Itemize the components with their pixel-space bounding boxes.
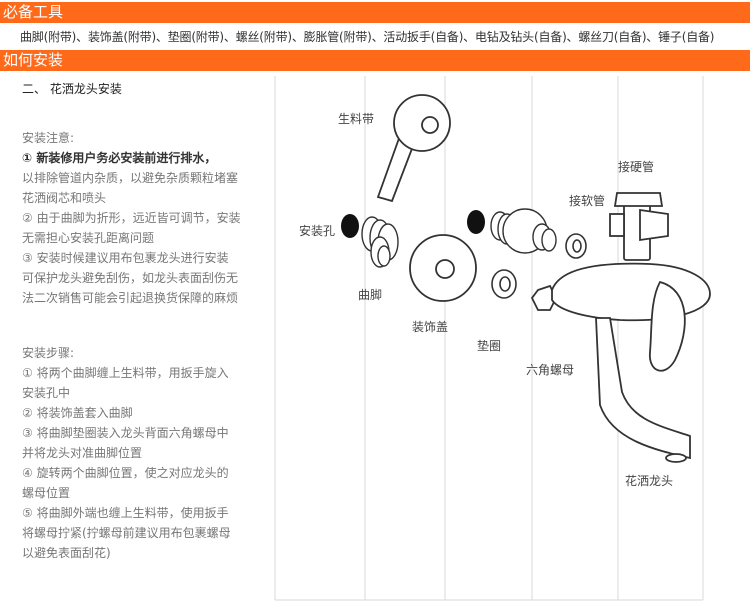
- step-line: 并将龙头对准曲脚位置: [22, 446, 143, 460]
- install-notes: 安装注意: ① 新装修用户务必安装前进行排水， 以排除管道内杂质，以避免杂质颗粒…: [22, 128, 250, 308]
- label-s-pipe: 曲脚: [358, 287, 382, 302]
- note-line: 法二次销售可能会引起退换货保障的麻烦: [22, 291, 239, 305]
- notes-title: 安装注意:: [22, 131, 75, 145]
- label-hard-pipe: 接硬管: [618, 159, 654, 174]
- install-heading: 二、 花洒龙头安装: [22, 82, 122, 96]
- steps-title: 安装步骤:: [22, 346, 75, 360]
- section-title-tools: 必备工具: [0, 2, 750, 23]
- label-cover: 装饰盖: [412, 320, 448, 334]
- step-line: ④ 旋转两个曲脚位置，使之对应龙头的: [22, 466, 229, 480]
- s-pipe-left-icon: [361, 216, 399, 268]
- decorative-cover-icon: [409, 234, 477, 302]
- label-soft-pipe: 接软管: [569, 193, 605, 208]
- step-line: ③ 将曲脚垫圈装入龙头背面六角螺母中: [22, 426, 229, 440]
- tools-list: 曲脚(附带)、装饰盖(附带)、垫圈(附带)、螺丝(附带)、膨胀管(附带)、活动扳…: [20, 30, 715, 44]
- install-steps: 安装步骤: ① 将两个曲脚缠上生料带，用扳手旋入 安装孔中 ② 将装饰盖套入曲脚…: [22, 343, 250, 563]
- tape-roll-icon: [376, 94, 451, 203]
- shower-faucet-icon: [530, 192, 711, 463]
- note-line: ③ 安装时候建议用布包裹龙头进行安装: [22, 251, 229, 265]
- step-line: ② 将装饰盖套入曲脚: [22, 406, 133, 420]
- label-washer: 垫圈: [477, 338, 501, 353]
- step-line: 安装孔中: [22, 386, 71, 400]
- note-line: 可保护龙头避免刮伤，如龙头表面刮伤无: [22, 271, 239, 285]
- step-line: ① 将两个曲脚缠上生料带，用扳手旋入: [22, 366, 229, 380]
- washer-right-icon: [565, 233, 587, 259]
- label-faucet: 花洒龙头: [625, 473, 673, 488]
- step-line: ⑤ 将曲脚外端也缠上生料带，使用扳手: [22, 506, 229, 520]
- label-tape: 生料带: [338, 112, 374, 126]
- mount-hole-left-icon: [341, 214, 359, 238]
- mount-hole-right-icon: [467, 210, 485, 234]
- step-line: 螺母位置: [22, 486, 71, 500]
- note-line: ① 新装修用户务必安装前进行排水，: [22, 151, 217, 165]
- note-line: 无需担心安装孔距离问题: [22, 231, 155, 245]
- note-line: ② 由于曲脚为折形，远近皆可调节，安装: [22, 211, 241, 225]
- label-hex-nut: 六角螺母: [526, 363, 574, 377]
- washer-left-icon: [491, 269, 517, 299]
- label-hole: 安装孔: [299, 223, 335, 238]
- step-line: 将螺母拧紧(拧螺母前建议用布包裹螺母: [22, 526, 231, 540]
- section-title-install: 如何安装: [0, 50, 750, 71]
- note-line: 花洒阀芯和喷头: [22, 191, 107, 205]
- wall-tiles: [274, 76, 704, 601]
- step-line: 以避免表面刮花): [22, 546, 111, 560]
- note-line: 以排除管道内杂质，以避免杂质颗粒堵塞: [22, 171, 239, 185]
- s-pipe-right-icon: [490, 208, 557, 254]
